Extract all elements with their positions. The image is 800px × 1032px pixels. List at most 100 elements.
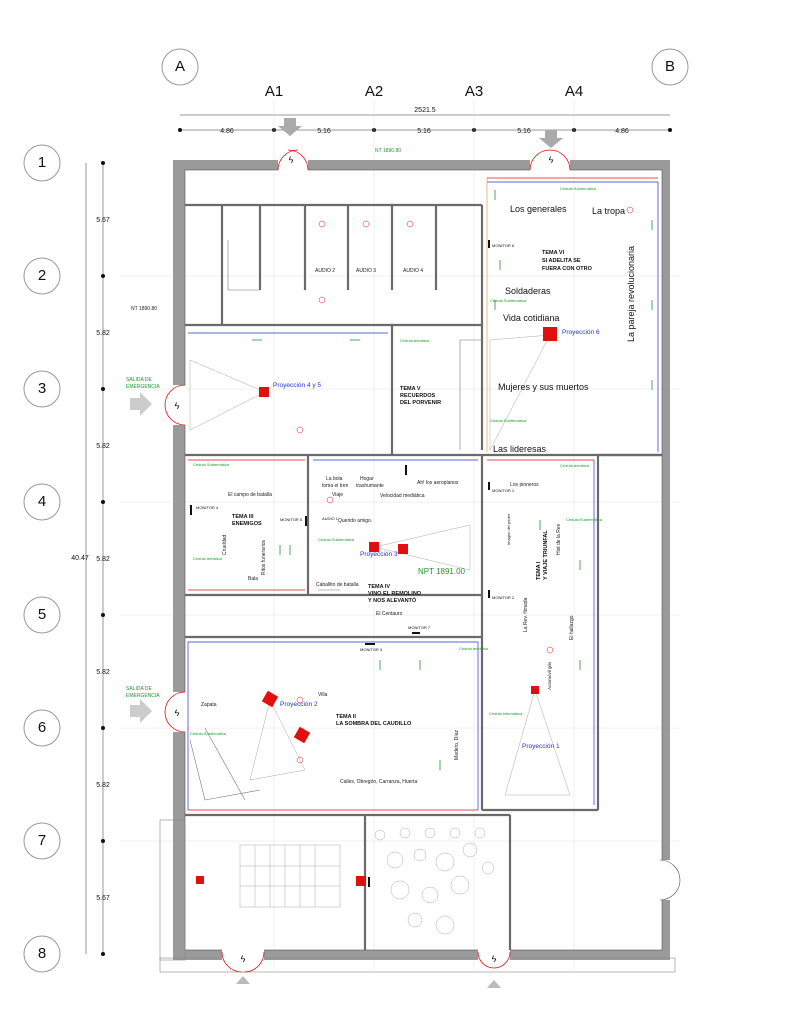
label-zapata: Zapata [201, 702, 217, 708]
cedula-note-4: Cédula Subtemática [490, 418, 527, 423]
row-dim-3: 5.82 [96, 443, 110, 450]
row-axis [23, 144, 61, 973]
row-label-4: 4 [38, 493, 46, 510]
monitor-7-label: MONITOR 7 [408, 625, 431, 630]
axis-label-B: B [665, 58, 675, 75]
svg-text:ϟ: ϟ [241, 954, 246, 964]
cedula-note-5: Cédula Subtemática [193, 462, 230, 467]
cedula-note-8: Cédula temática [560, 463, 590, 468]
projection-cones [189, 206, 634, 796]
axis-label-A: A [175, 58, 185, 75]
monitor-2-label: MONITOR 2 [492, 595, 515, 600]
level-nt-top: NT 1890.80 [375, 148, 401, 154]
label-pareja: La pareja revolucionaria [626, 246, 636, 342]
row-label-7: 7 [38, 832, 46, 849]
row-dim-4: 5.82 [96, 556, 110, 563]
left-dim-dots [101, 161, 105, 956]
axis-label-A3: A3 [465, 83, 483, 100]
label-madero: Madero, Díaz [454, 729, 460, 760]
projection-1-label: Proyección 1 [522, 743, 560, 750]
svg-text:ϟ: ϟ [175, 708, 180, 718]
exit-1-line2: EMERGENCIA [126, 384, 160, 390]
monitor-6-label: MONITOR 6 [492, 243, 515, 248]
cedula-note-9: Cédula temática [459, 646, 489, 651]
tema-iv-title: TEMA IV [368, 584, 390, 590]
projection-2-label: Proyección 2 [280, 701, 318, 708]
label-calles: Calles, Obregón, Carranza, Huerta [340, 779, 417, 785]
tema-iii-title: TEMA III [232, 514, 254, 520]
monitor-1-label: MONITOR 1 [492, 488, 515, 493]
projection-6-label: Proyección 6 [562, 329, 600, 336]
col-dim-5: 4.86 [615, 128, 629, 135]
tema-iv-sub2: Y NOS ALEVANTÓ [368, 596, 417, 604]
tema-i-sub: Y VIAJE TRIUNFAL [543, 530, 549, 580]
bottom-doors: ϟ ϟ [221, 859, 681, 1000]
cedula-ticks [252, 190, 653, 770]
left-dimensions [85, 163, 104, 954]
label-aeroplanos: Ah! los aeroplanos [417, 480, 459, 486]
tema-v-sub1: RECUERDOS [400, 393, 435, 399]
label-automovil: Automóvil gris [547, 661, 552, 690]
thin-walls [189, 240, 482, 801]
grid-lines [120, 100, 680, 970]
projector-squares [196, 327, 557, 886]
svg-text:ϟ: ϟ [175, 401, 180, 411]
label-hogar-2: trashumante [356, 483, 384, 489]
total-height-dim: 40.47 [71, 555, 89, 562]
label-la-tropa: La tropa [592, 206, 625, 216]
label-pioneros: Los pioneros [510, 482, 539, 488]
label-crueldad: Crueldad [222, 534, 228, 555]
label-campo: El campo de batalla [228, 492, 272, 498]
room7-furniture [239, 827, 495, 935]
projection-3-label: Proyección 3 [360, 551, 398, 558]
label-vida-cotidiana: Vida cotidiana [503, 313, 559, 323]
projection-45-label: Proyección 4 y 5 [273, 382, 321, 389]
exit-2-line2: EMERGENCIA [126, 693, 160, 699]
label-rev-filmada: La Rev. filmada [523, 597, 529, 632]
cedula-note-10: Cédula informativa [489, 711, 523, 716]
axis-label-A4: A4 [565, 83, 583, 100]
monitor-4-label: MONITOR 4 [196, 505, 219, 510]
cedula-note-12: Cédula Subtemática [566, 517, 603, 522]
top-doors: ϟ ϟ [277, 118, 571, 172]
axis-label-A2: A2 [365, 83, 383, 100]
row-label-5: 5 [38, 606, 46, 623]
row-label-2: 2 [38, 267, 46, 284]
label-los-generales: Los generales [510, 204, 567, 214]
svg-text:ϟ: ϟ [289, 155, 294, 165]
row-dim-6: 5.82 [96, 782, 110, 789]
npt-level: NPT 1891.00 [418, 567, 466, 576]
label-bola-2: toma el tren [322, 483, 349, 489]
label-centauro: El Centauro [376, 611, 403, 617]
trim-lines [187, 177, 659, 811]
exit-2-line1: SALIDA DE [126, 686, 153, 692]
svg-text:ϟ: ϟ [549, 155, 554, 165]
row-label-8: 8 [38, 945, 46, 962]
tema-v-title: TEMA V [400, 386, 421, 392]
tema-iv-sub1: VINO EL REMOLINO [368, 591, 422, 597]
monitor-5-label: MONITOR 5 [280, 517, 303, 522]
row-dim-5: 5.82 [96, 669, 110, 676]
label-mujeres: Mujeres y sus muertos [498, 382, 589, 392]
monitor-3-label: MONITOR 3 [360, 647, 383, 652]
label-hogar-1: Hogar [360, 476, 374, 482]
label-viaje: Viaje [332, 492, 343, 498]
level-nt-left: NT 1890.80 [131, 306, 157, 312]
outer-walls [159, 160, 676, 973]
col-dim-3: 5.16 [417, 128, 431, 135]
tema-vi-title: TEMA VI [542, 250, 565, 256]
cedula-note-3: Cédula temática [400, 338, 430, 343]
label-hallazgo: El hallazgo [569, 615, 575, 640]
audio-2-label: AUDIO 2 [315, 268, 335, 274]
label-lideresas: Las lideresas [493, 444, 547, 454]
col-dim-1: 4.86 [220, 128, 234, 135]
row-dim-7: 5.67 [96, 895, 110, 902]
axis-label-A1: A1 [265, 83, 283, 100]
audio-4-label: AUDIO 4 [403, 268, 423, 274]
row-label-6: 6 [38, 719, 46, 736]
label-hist-rev: Hist de la Rev [556, 523, 562, 555]
tema-ii-title: TEMA II [336, 714, 356, 720]
label-ritos: Ritos funerarios [261, 539, 267, 575]
